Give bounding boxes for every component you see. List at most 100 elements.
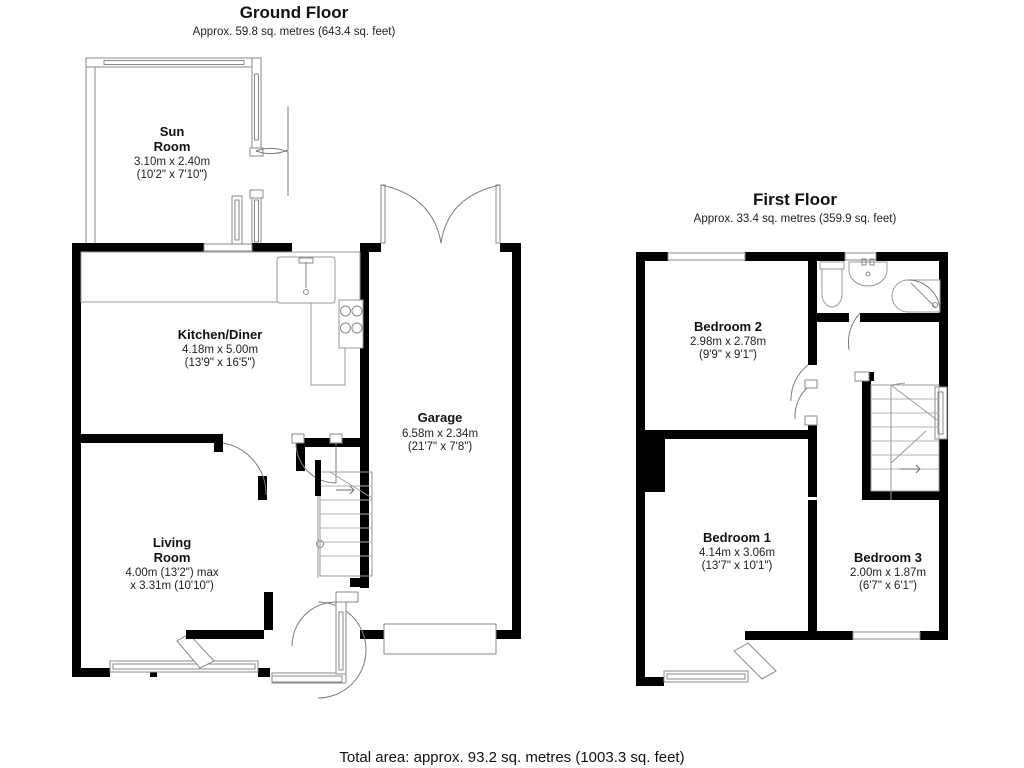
wall-bed2-bottom xyxy=(645,430,817,439)
wash-basin xyxy=(848,261,888,287)
wall-kitchen-garage-upper xyxy=(360,243,369,448)
wall-kitchen-living-divider xyxy=(81,434,223,443)
sunroom-wall-right-lower xyxy=(251,195,262,247)
stair-winder-line xyxy=(329,471,373,499)
living-room-dim-imperial: x 3.31m (10'10") xyxy=(130,580,214,592)
stair-treads xyxy=(320,485,372,557)
shower-drain xyxy=(932,302,938,308)
wall-bay-return xyxy=(186,630,264,639)
wall-bed3-bottom-right xyxy=(920,631,948,640)
basin-tap-2 xyxy=(869,258,875,266)
hob-ring-2 xyxy=(351,305,363,317)
sun-room-dim-imperial: (10'2" x 7'10") xyxy=(137,169,208,181)
wall-hall-stub xyxy=(350,578,369,587)
kitchen-sink-drain xyxy=(303,289,309,295)
first-floor-plan: First Floor Approx. 33.4 sq. metres (359… xyxy=(636,190,948,686)
wall-hall-top xyxy=(296,438,360,447)
ff-stair-winder-lines xyxy=(890,382,938,421)
kitchen-sink-tap xyxy=(298,257,314,264)
bedroom-1-name: Bedroom 1 xyxy=(703,530,771,545)
living-room-door-swing xyxy=(222,442,267,496)
ground-floor-staircase xyxy=(315,460,373,578)
bay-window-front-glazing xyxy=(112,663,256,670)
kitchen-fixtures xyxy=(80,251,364,386)
sunroom-wall-left xyxy=(85,57,96,245)
window-bathroom-rear xyxy=(844,252,877,261)
ground-floor-walls xyxy=(72,184,521,699)
wall-ff-top-mid xyxy=(745,252,845,261)
garage-name-line1: Garage xyxy=(418,410,463,425)
wall-porch-left xyxy=(264,592,273,630)
kitchen-diner-name-line1: Kitchen/Diner xyxy=(178,327,263,342)
porch-side-glazing xyxy=(338,611,344,671)
bay-window-angled-pane xyxy=(176,633,215,669)
ff-stair-direction-arrow xyxy=(900,464,921,474)
wall-garage-right xyxy=(512,243,521,639)
bed2-door-jamb xyxy=(804,379,818,389)
basin-drain xyxy=(865,271,871,277)
wall-garage-top-right-stub xyxy=(500,243,521,252)
bedroom-1-dim-metric: 4.14m x 3.06m xyxy=(699,547,775,559)
landing-door-jamb xyxy=(854,371,870,382)
entrance-porch xyxy=(264,591,367,699)
wall-ff-left-exterior xyxy=(636,252,645,686)
wall-ff-bottom-left xyxy=(636,677,664,686)
bedroom-2-name: Bedroom 2 xyxy=(694,319,762,334)
stair-direction-arrow xyxy=(336,485,355,495)
porch-step xyxy=(271,675,343,683)
garage-dim-imperial: (21'7" x 7'8") xyxy=(408,441,473,453)
wall-ff-top-right xyxy=(876,252,948,261)
wall-living-door-jamb-2 xyxy=(258,476,267,500)
hob-ring-3 xyxy=(340,322,351,334)
wall-kitchen-garage-lower xyxy=(360,448,369,588)
bedroom1-door-swing xyxy=(794,386,809,420)
ff-bay-front-glazing xyxy=(666,673,746,680)
shower-tray xyxy=(891,279,941,313)
sun-room-name-line1: Sun xyxy=(160,124,185,139)
window-kitchen-rear xyxy=(203,243,253,252)
hob-ring-4 xyxy=(351,322,363,334)
ff-bay-angled-pane xyxy=(733,642,777,680)
wall-garage-bottom-right xyxy=(496,630,521,639)
wall-garage-bottom-left xyxy=(360,630,384,639)
wall-stair-bottom xyxy=(862,491,948,500)
window-bedroom3-front xyxy=(852,631,921,640)
garage-dim-metric: 6.58m x 2.34m xyxy=(402,428,478,440)
living-room-bay-window xyxy=(109,630,264,673)
wall-bathroom-bottom-right xyxy=(860,313,948,322)
first-floor-staircase xyxy=(870,382,940,500)
sunroom-door-swing-upper xyxy=(255,106,289,155)
garage-door-swing-left xyxy=(380,184,442,244)
hall-door-jamb-right xyxy=(329,433,343,444)
ff-stair-treads xyxy=(871,398,939,470)
kitchen-diner-dim-metric: 4.18m x 5.00m xyxy=(182,344,258,356)
first-floor-title: First Floor xyxy=(753,190,837,209)
living-room-name-line2: Room xyxy=(154,550,191,565)
sunroom-wall-right-upper xyxy=(251,57,262,151)
bedroom-3-dim-imperial: (6'7" x 6'1") xyxy=(859,580,917,592)
bed1-door-jamb xyxy=(804,415,818,426)
sunroom-wall-top xyxy=(85,57,262,68)
ground-floor-title: Ground Floor xyxy=(240,3,349,22)
sunroom-door-jamb-upper xyxy=(249,147,264,157)
sunroom-door-swing-lower xyxy=(255,147,289,196)
wall-ff-top-left xyxy=(636,252,668,261)
wall-kitchen-top-left xyxy=(72,243,204,252)
sun-room-structure: Sun Room 3.10m x 2.40m (10'2" x 7'10") xyxy=(85,57,289,247)
bay-window-front-pane xyxy=(109,660,259,673)
sunroom-glazing-top xyxy=(103,60,245,65)
sun-room-dim-metric: 3.10m x 2.40m xyxy=(134,156,210,168)
window-bedroom2-rear xyxy=(667,252,746,261)
stair-newel-wall xyxy=(315,460,321,496)
kitchen-rear-door-panel xyxy=(231,195,243,245)
wall-ff-bay-return xyxy=(745,631,817,640)
toilet-pan xyxy=(821,267,843,308)
bedroom-1-dim-imperial: (13'7" x 10'1") xyxy=(702,560,773,572)
bathroom-door-swing xyxy=(847,312,861,351)
wall-bed2-landing-upper xyxy=(808,261,817,365)
wall-living-door-jamb xyxy=(214,434,223,452)
wall-kitchen-top-right xyxy=(252,243,292,252)
wall-bathroom-bottom-left xyxy=(817,313,849,322)
ff-stair-winder-lower xyxy=(890,430,927,464)
